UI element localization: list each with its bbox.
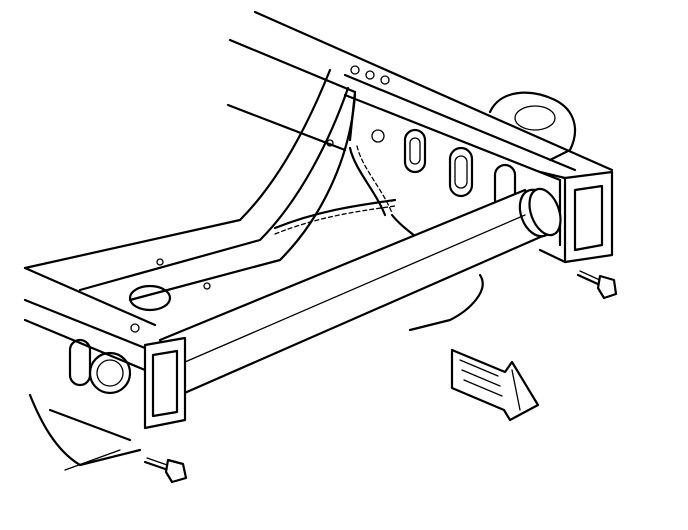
tow-hook — [488, 91, 577, 162]
rail-slots — [371, 128, 517, 212]
upper-frame-rail — [226, 10, 614, 247]
bolt-right — [576, 270, 618, 300]
lower-bracket — [28, 393, 142, 471]
diagonal-frame-member — [23, 68, 357, 312]
bolt-left — [143, 457, 188, 484]
crossmember-tube — [158, 187, 562, 397]
left-frame-rail — [23, 266, 187, 430]
direction-arrow-icon — [450, 348, 540, 422]
right-rail-end — [538, 170, 614, 264]
